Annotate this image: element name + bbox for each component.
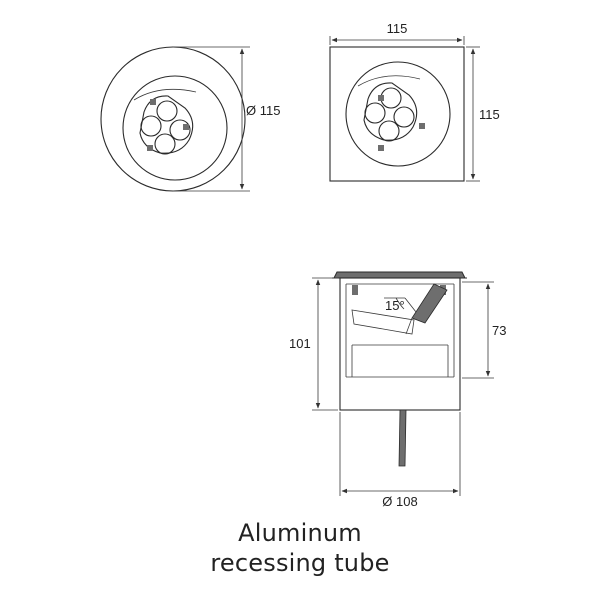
square-top-view: 115 115 — [329, 21, 500, 182]
caption-line-2: recessing tube — [210, 549, 390, 577]
screw-icon — [150, 99, 156, 105]
height-label: 115 — [479, 107, 500, 122]
top-flange — [333, 271, 466, 279]
screw-icon — [419, 123, 425, 129]
screw-icon — [378, 95, 384, 101]
screw-icon — [183, 124, 189, 130]
screw-icon — [147, 145, 153, 151]
section-view: 15° 101 73 Ø 108 — [289, 271, 506, 509]
tube-diameter-label: Ø 108 — [382, 494, 417, 509]
overall-height-label: 101 — [289, 336, 311, 351]
screw-icon — [378, 145, 384, 151]
cable — [398, 409, 407, 467]
inner-ring — [122, 75, 228, 181]
led-icon — [156, 100, 178, 122]
led-cluster-right — [363, 82, 425, 151]
round-top-view: Ø 115 — [100, 46, 280, 192]
diameter-label-left: Ø 115 — [246, 103, 280, 118]
led-icon — [364, 102, 386, 124]
led-icon — [169, 119, 191, 141]
led-cluster-left — [139, 95, 194, 155]
inner-ring — [345, 61, 451, 167]
inner-bezel-arc — [133, 88, 197, 101]
led-icon — [140, 115, 162, 137]
tilted-light-engine — [351, 283, 448, 335]
depth-label: 73 — [492, 323, 506, 338]
inner-bezel-arc — [357, 75, 421, 87]
led-icon — [154, 133, 176, 155]
tilt-angle-label: 15° — [385, 298, 405, 313]
width-label: 115 — [387, 21, 408, 36]
led-icon — [378, 120, 400, 142]
led-icon — [393, 106, 415, 128]
caption-line-1: Aluminum — [238, 519, 362, 547]
clip-icon — [352, 285, 358, 295]
square-frame — [329, 46, 465, 182]
